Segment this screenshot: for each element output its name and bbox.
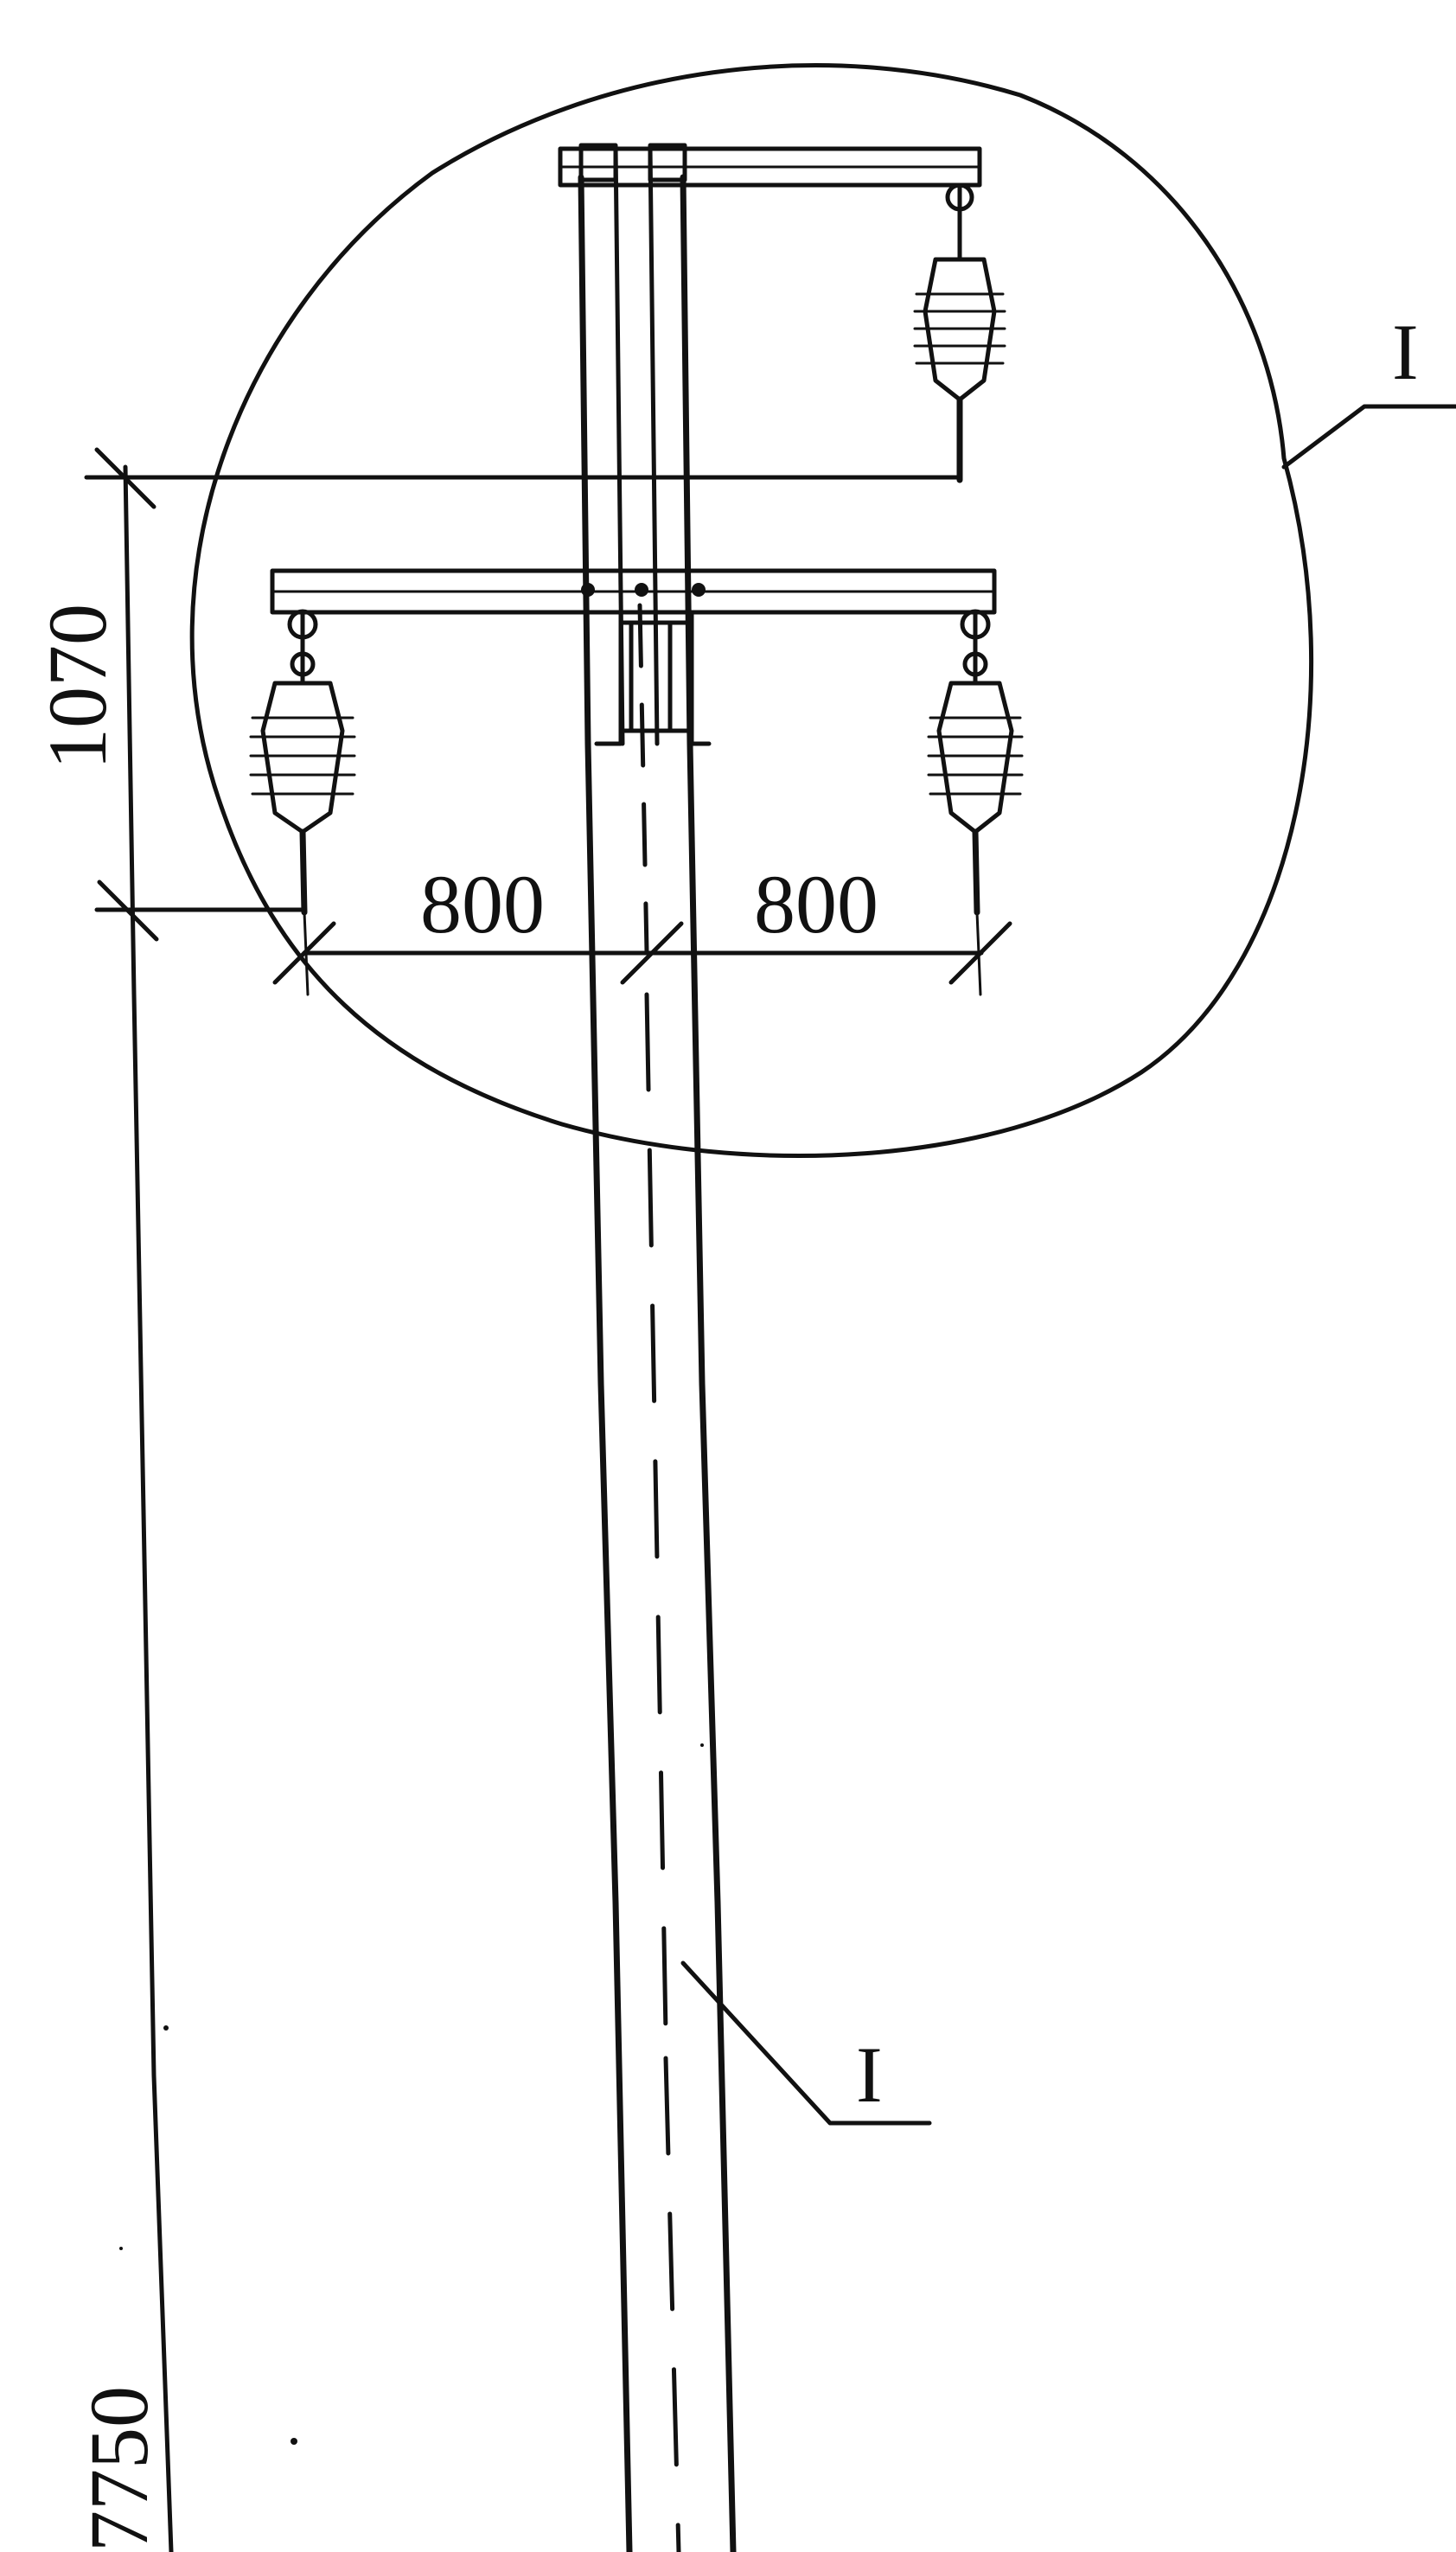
- pole-shaft: [578, 174, 737, 2552]
- detail-circle-label: I: [1392, 308, 1419, 396]
- dimension-height: 7750: [73, 2386, 165, 2552]
- dimension-right-span: 800: [754, 858, 878, 950]
- pole-centerline: [637, 603, 681, 2552]
- callout-member-label: I: [856, 2031, 883, 2119]
- top-crossarm: [558, 146, 982, 188]
- callout-leader: [680, 1960, 932, 2126]
- dimension-left-span: 800: [420, 858, 545, 950]
- right-insulator: [927, 609, 1024, 916]
- lower-crossarm: [270, 568, 997, 615]
- detail-label-leader: [1281, 404, 1456, 470]
- crossarm-bracket: [594, 610, 712, 746]
- detail-circle: [189, 63, 1314, 1158]
- upper-insulator: [913, 182, 1006, 483]
- dimension-vertical-gap: 1070: [31, 604, 124, 770]
- left-insulator: [249, 609, 356, 916]
- scan-specks: [119, 1743, 704, 2445]
- vertical-dimension-lower: [123, 464, 174, 2552]
- horizontal-dimension: [272, 911, 1012, 996]
